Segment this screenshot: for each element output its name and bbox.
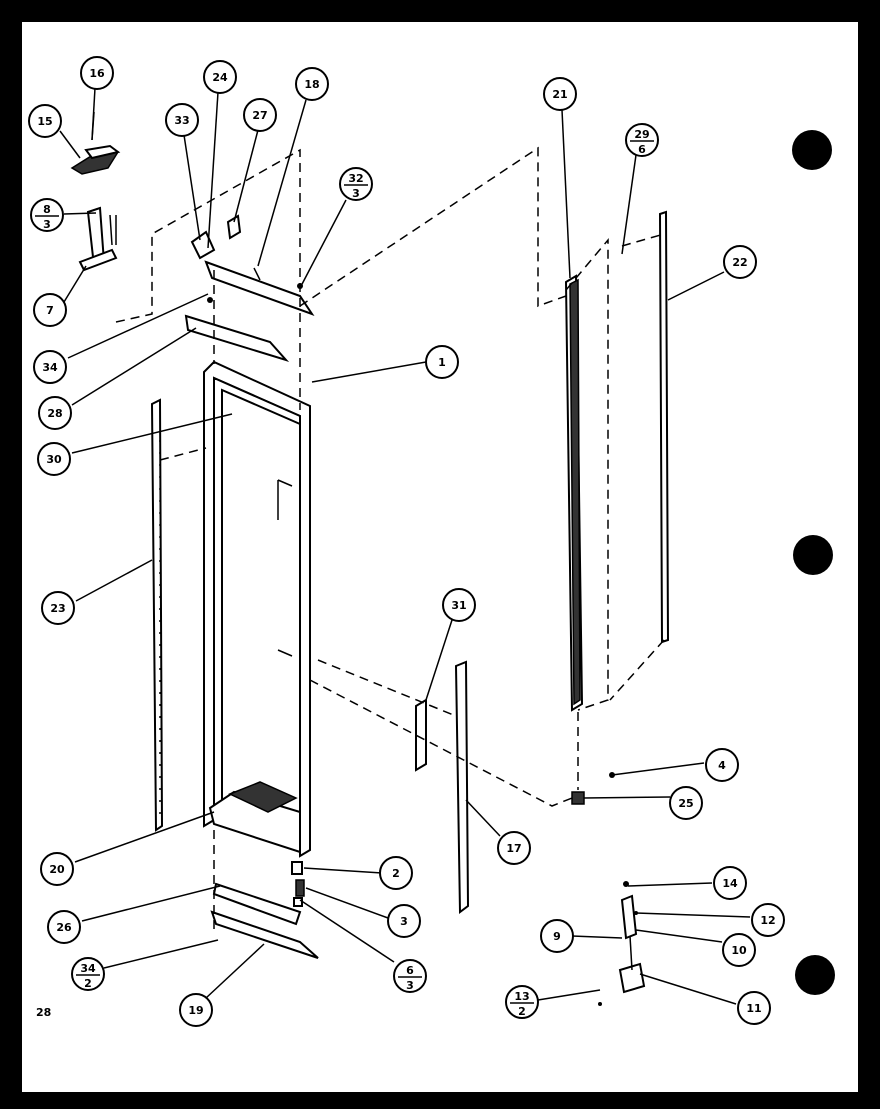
callout-32-3: 323 <box>339 167 373 201</box>
svg-text:28: 28 <box>47 407 62 420</box>
callout-23: 23 <box>41 591 75 625</box>
callout-9: 9 <box>540 919 574 953</box>
callout-20: 20 <box>40 852 74 886</box>
svg-text:34: 34 <box>42 361 58 374</box>
svg-text:15: 15 <box>37 115 52 128</box>
svg-text:18: 18 <box>304 78 319 91</box>
callout-28: 28 <box>38 396 72 430</box>
svg-text:3: 3 <box>43 218 51 231</box>
svg-text:22: 22 <box>732 256 747 269</box>
svg-text:21: 21 <box>552 88 567 101</box>
callout-2: 2 <box>379 856 413 890</box>
callout-31: 31 <box>442 588 476 622</box>
svg-text:2: 2 <box>84 977 92 990</box>
svg-text:33: 33 <box>174 114 189 127</box>
svg-text:10: 10 <box>731 944 747 957</box>
callout-4: 4 <box>705 748 739 782</box>
svg-text:4: 4 <box>718 759 726 772</box>
callout-29-6: 296 <box>625 123 659 157</box>
callout-30: 30 <box>37 442 71 476</box>
svg-text:17: 17 <box>506 842 521 855</box>
svg-text:13: 13 <box>514 990 529 1003</box>
callout-8-3: 83 <box>30 198 64 232</box>
paper-area <box>22 22 858 1092</box>
callout-7: 7 <box>33 293 67 327</box>
callout-21: 21 <box>543 77 577 111</box>
svg-text:29: 29 <box>634 128 649 141</box>
svg-text:9: 9 <box>553 930 561 943</box>
binder-hole-top <box>792 130 832 170</box>
svg-text:3: 3 <box>406 979 414 992</box>
page-number: 28 <box>36 1006 51 1019</box>
svg-text:6: 6 <box>638 143 646 156</box>
callout-24: 24 <box>203 60 237 94</box>
callout-17: 17 <box>497 831 531 865</box>
svg-text:2: 2 <box>392 867 400 880</box>
callout-16: 16 <box>80 56 114 90</box>
callout-10: 10 <box>722 933 756 967</box>
svg-text:16: 16 <box>89 67 105 80</box>
svg-text:20: 20 <box>49 863 65 876</box>
callout-26: 26 <box>47 910 81 944</box>
callout-3: 3 <box>387 904 421 938</box>
callout-34-2: 342 <box>71 957 105 991</box>
svg-text:14: 14 <box>722 877 738 890</box>
side-strip-part <box>150 398 164 832</box>
callout-27: 27 <box>243 98 277 132</box>
svg-text:30: 30 <box>46 453 62 466</box>
svg-text:6: 6 <box>406 964 414 977</box>
hinge-assembly-part <box>598 881 646 1006</box>
svg-text:25: 25 <box>678 797 693 810</box>
svg-text:2: 2 <box>518 1005 526 1018</box>
leader-lines <box>59 87 751 1005</box>
hinge-bracket-part <box>78 206 118 272</box>
svg-text:12: 12 <box>760 914 775 927</box>
callout-22: 22 <box>723 245 757 279</box>
bottom-hinge-pin-part <box>291 861 305 907</box>
door-trim-part <box>454 660 470 914</box>
callout-34: 34 <box>33 350 67 384</box>
door-frame-part <box>203 360 311 858</box>
svg-text:11: 11 <box>746 1002 761 1015</box>
top-cap-bracket-part <box>184 214 315 362</box>
svg-text:27: 27 <box>252 109 267 122</box>
binder-hole-middle <box>793 535 833 575</box>
svg-text:26: 26 <box>56 921 72 934</box>
binder-hole-bottom <box>795 955 835 995</box>
callout-18: 18 <box>295 67 329 101</box>
callout-14: 14 <box>713 866 747 900</box>
svg-text:3: 3 <box>352 187 360 200</box>
callout-19: 19 <box>179 993 213 1027</box>
svg-text:1: 1 <box>438 356 446 369</box>
callout-12: 12 <box>751 903 785 937</box>
svg-text:31: 31 <box>451 599 466 612</box>
callout-6-3: 63 <box>393 959 427 993</box>
svg-text:19: 19 <box>188 1004 203 1017</box>
svg-text:32: 32 <box>348 172 363 185</box>
svg-text:24: 24 <box>212 71 228 84</box>
door-gasket-part <box>564 210 670 712</box>
callout-25: 25 <box>669 786 703 820</box>
callout-15: 15 <box>28 104 62 138</box>
assembly-phantom-lines <box>115 146 665 930</box>
filler-strip-part <box>415 698 427 772</box>
svg-text:34: 34 <box>80 962 96 975</box>
callout-33: 33 <box>165 103 199 137</box>
svg-text:3: 3 <box>400 915 408 928</box>
top-hinge-part <box>70 144 121 175</box>
svg-text:8: 8 <box>43 203 51 216</box>
svg-text:23: 23 <box>50 602 65 615</box>
svg-text:7: 7 <box>46 304 54 317</box>
callout-13-2: 132 <box>505 985 539 1019</box>
hinge-block-part <box>571 772 615 805</box>
callout-11: 11 <box>737 991 771 1025</box>
callout-1: 1 <box>425 345 459 379</box>
